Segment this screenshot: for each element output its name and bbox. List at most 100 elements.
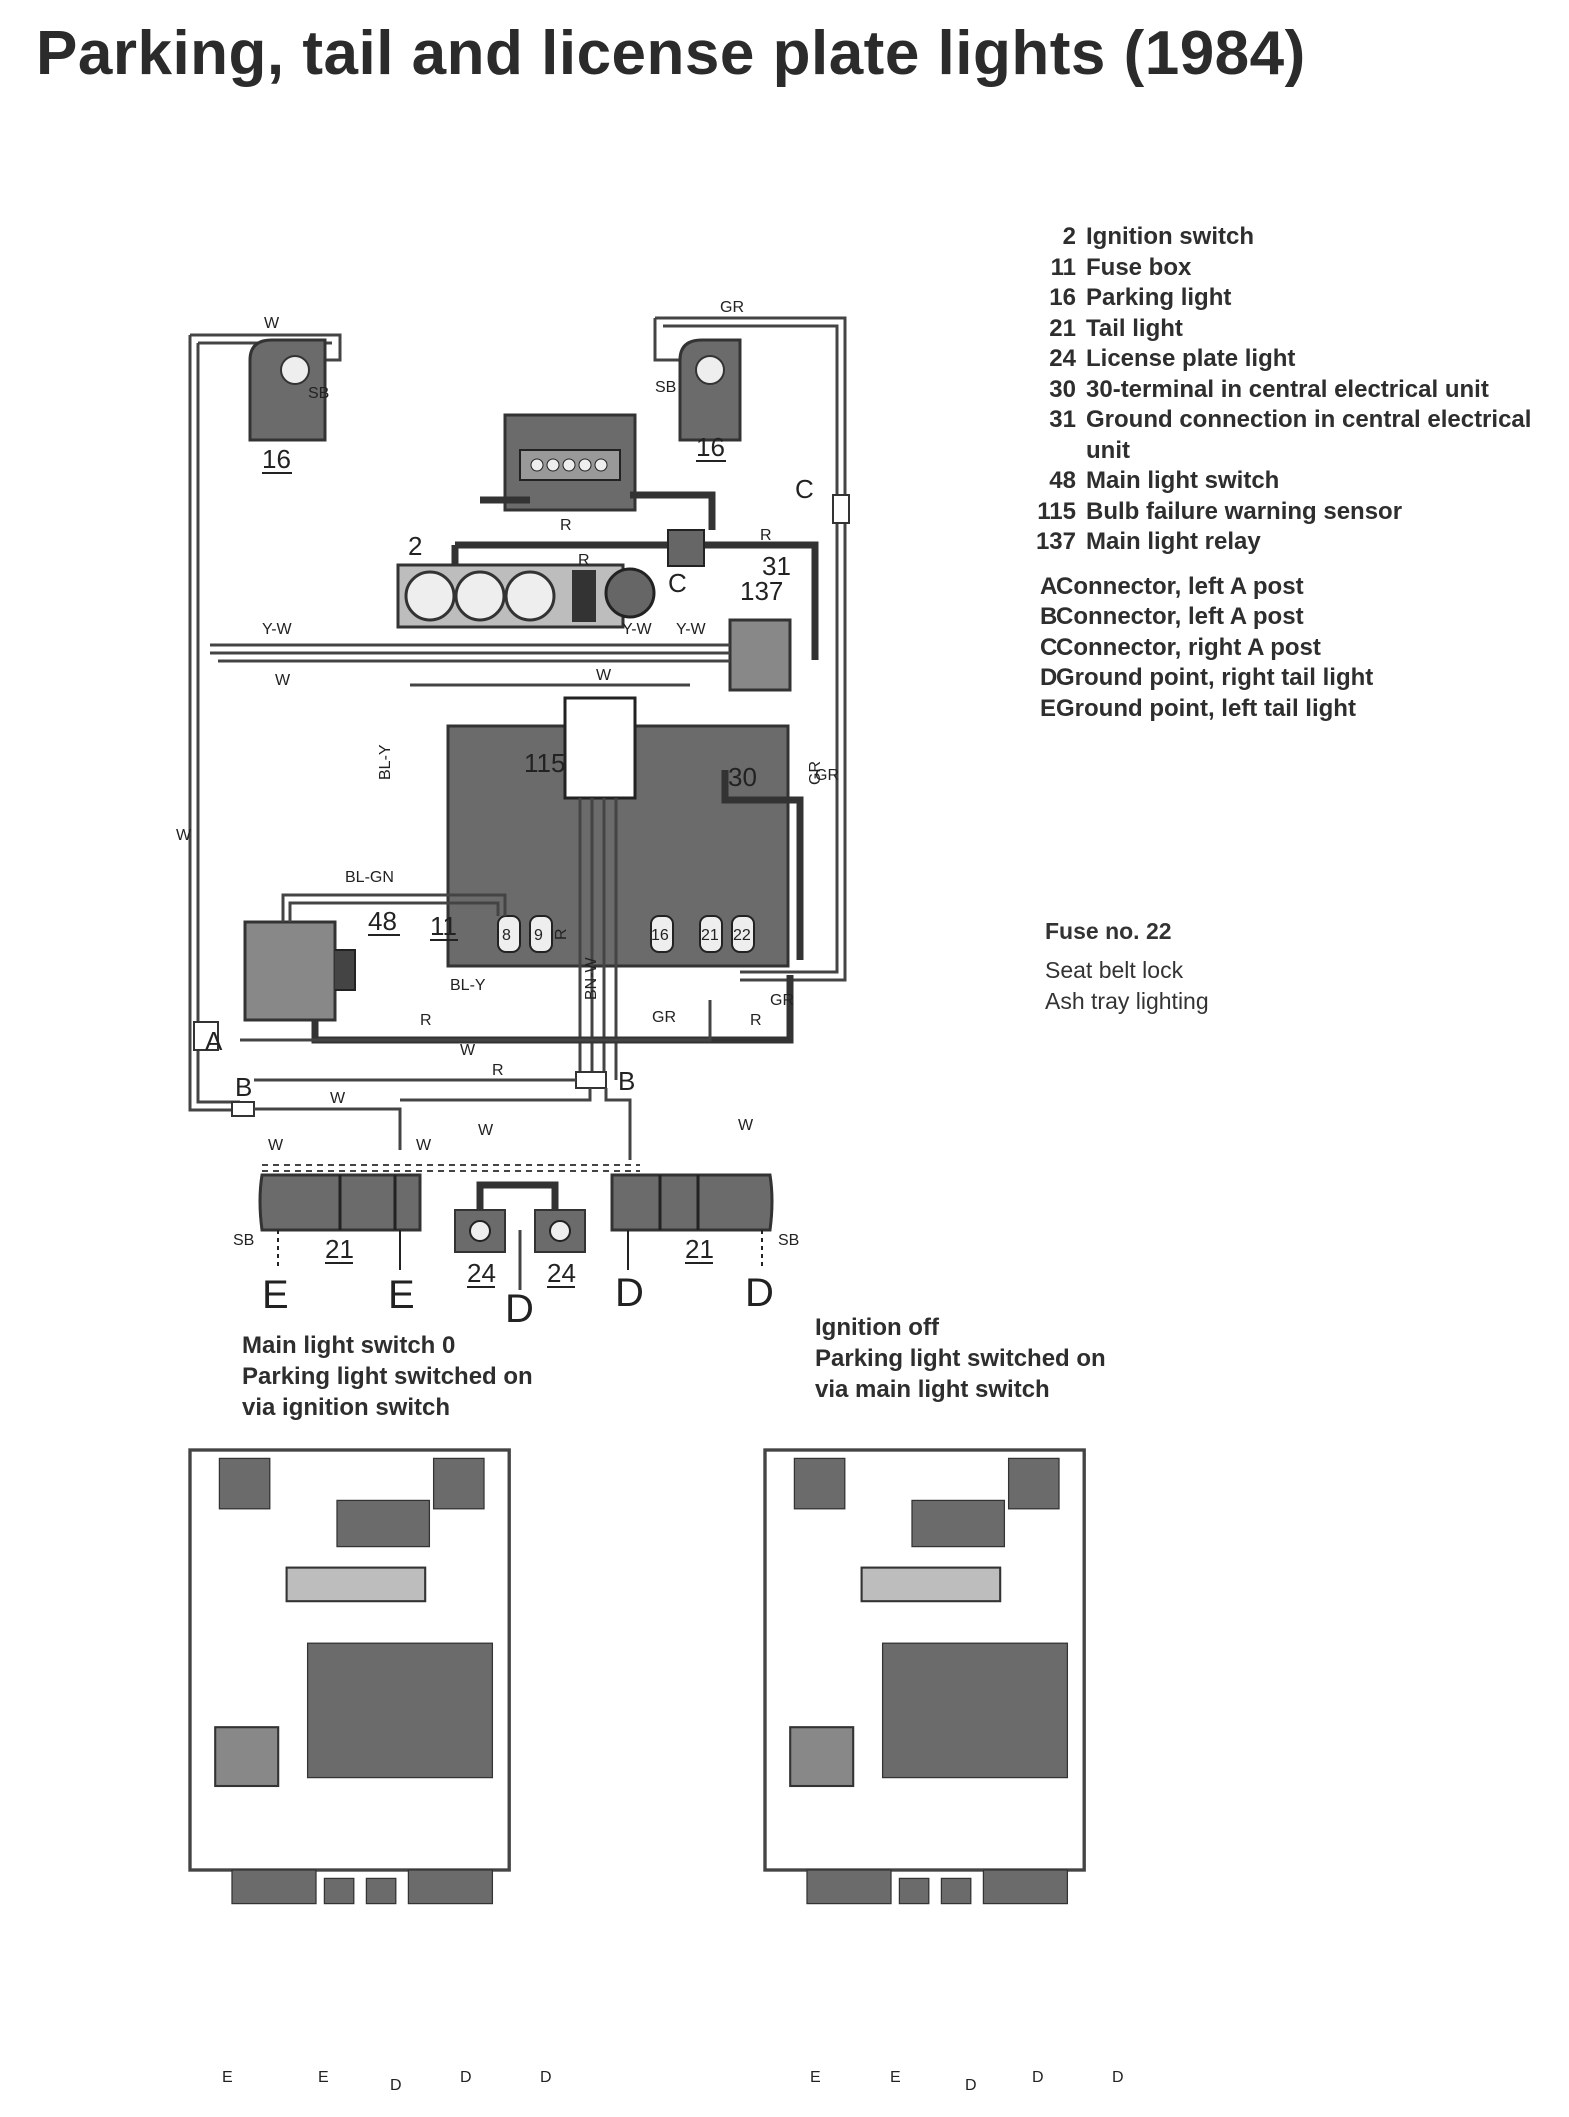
legend-row: 137 Main light relay [1010, 527, 1556, 558]
legend-row: 31 Ground connection in central electrica… [1010, 405, 1556, 466]
legend-text: Connector, left A post [1056, 603, 1304, 630]
legend-text: Connector, left A post [1056, 572, 1304, 600]
ground-e: E [810, 2069, 821, 2086]
label-sb: SB [308, 385, 329, 402]
page-title: Parking, tail and license plate lights (… [36, 19, 1306, 88]
fuse-line: Ash tray lighting [1045, 988, 1209, 1014]
mini-diagram-left [188, 1448, 511, 1905]
wire-w-tail-left [254, 1107, 402, 1150]
label-gr: GR [652, 1009, 676, 1026]
ground-d: D [540, 2069, 552, 2086]
wire-w-low [240, 1000, 712, 1042]
legend-text: Connector, right A post [1056, 633, 1321, 661]
legend-row: 115 Bulb failure warning sensor [1010, 497, 1556, 528]
legend-number: 137 [1035, 528, 1076, 555]
label-blgn: BL-GN [345, 869, 394, 886]
parking-light-right [678, 338, 742, 442]
label-w: W [268, 1137, 284, 1154]
mini-diagram-left-labels: E E D D D [222, 2069, 552, 2094]
ground-d: D [1112, 2069, 1124, 2086]
caption-line: Ignition off [815, 1314, 939, 1341]
label-21: 21 [685, 1234, 714, 1264]
label-sb: SB [778, 1232, 799, 1249]
main-light-switch [243, 920, 337, 1022]
legend-number: 11 [1050, 253, 1076, 281]
label-w: W [264, 315, 280, 332]
fuse-heading: Fuse no. 22 [1045, 918, 1172, 944]
label-gr: GR [807, 761, 824, 785]
fuse-note: Fuse no. 22 Seat belt lock Ash tray ligh… [1045, 916, 1209, 1017]
label-137: 137 [740, 576, 783, 606]
label-r: R [420, 1012, 432, 1029]
connector-a [193, 1021, 219, 1051]
caption-left: Main light switch 0 Parking light switch… [242, 1330, 533, 1423]
ground-d: D [965, 2077, 977, 2094]
legend-number: 48 [1049, 467, 1076, 494]
label-sb: SB [233, 1232, 254, 1249]
connector-c [832, 494, 850, 524]
wire-gr-right-inner [663, 324, 839, 974]
tail-light-right [610, 1173, 774, 1232]
wire-r-top [455, 541, 819, 660]
label-yw: Y-W [262, 621, 293, 638]
legend-letter: B [1040, 603, 1058, 630]
legend-number: 30 [1049, 375, 1076, 403]
label-bnw: BN-W [583, 956, 600, 1000]
legend-number: 115 [1037, 497, 1076, 525]
legend-number: 31 [1049, 406, 1076, 433]
fuse-number: 21 [701, 927, 719, 944]
switch-contact [572, 570, 596, 622]
bulb-icon [549, 1220, 571, 1242]
label-w: W [275, 672, 291, 689]
label-gr: GR [815, 767, 839, 784]
ground-e: E [388, 1273, 415, 1317]
legend-text: Ignition switch [1086, 223, 1254, 250]
label-48: 48 [368, 906, 397, 936]
legend-text: Main light relay [1086, 528, 1261, 555]
label-c-small: C [668, 568, 687, 598]
legend-text: Bulb failure warning sensor [1086, 497, 1403, 525]
fuse-holder [497, 915, 521, 953]
ground-e: E [318, 2069, 329, 2086]
legend-number: 2 [1062, 223, 1076, 250]
wire-w-left-inner [196, 343, 240, 1104]
ground-d: D [745, 1271, 774, 1315]
legend-letter: D [1040, 664, 1058, 691]
caption-line: via ignition switch [242, 1394, 451, 1421]
connector-block [667, 529, 705, 567]
label-r: R [560, 517, 572, 534]
legend-row: 24 License plate light [1010, 344, 1556, 375]
label-yw: Y-W [622, 621, 653, 638]
label-conn-b: B [235, 1072, 252, 1102]
label-bly: BL-Y [450, 977, 486, 994]
ground-d: D [460, 2069, 472, 2086]
label-conn-c: C [795, 474, 814, 504]
legend-text: Main light switch [1086, 467, 1280, 494]
legend-number: 24 [1049, 345, 1076, 372]
connector-b2 [575, 1071, 607, 1089]
ground-e: E [262, 1273, 289, 1317]
legend-text: Ground connection in central electrical … [1086, 406, 1532, 464]
caption-line: Main light switch 0 [242, 1332, 456, 1359]
bulb-icon [280, 355, 310, 385]
legend-text: Tail light [1086, 314, 1183, 342]
legend-text: License plate light [1086, 345, 1296, 372]
legend-letter: E [1040, 694, 1057, 722]
fuse-number: 22 [733, 927, 751, 944]
label-r: R [760, 527, 772, 544]
legend-row: 2 Ignition switch [1010, 222, 1556, 253]
legend-text: Ground point, right tail light [1056, 664, 1374, 691]
ground-d: D [615, 1271, 644, 1315]
legend-letter: A [1040, 572, 1058, 600]
connector-b [231, 1101, 255, 1117]
legend-text: 30-terminal in central electrical unit [1086, 375, 1489, 403]
label-16-left: 16 [262, 444, 291, 474]
label-w: W [416, 1137, 432, 1154]
gauge-icon [404, 570, 456, 622]
label-gr: GR [770, 992, 794, 1009]
bulb-icon [469, 1220, 491, 1242]
